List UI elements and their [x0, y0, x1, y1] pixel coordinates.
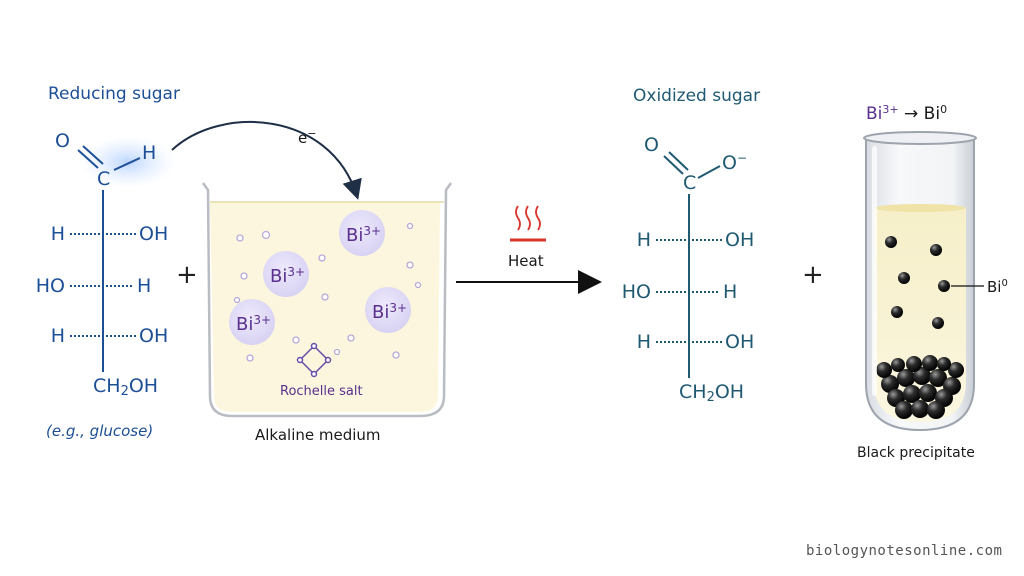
- bismuth-ion-label-1: Bi3+: [346, 224, 382, 246]
- aldehyde-oxygen: O: [55, 130, 70, 152]
- product-title: Oxidized sugar: [633, 86, 761, 106]
- product-c3-right: H: [723, 281, 738, 303]
- bismuth-ion-1: [339, 210, 385, 256]
- electron-label: e−: [298, 127, 317, 147]
- heat-label: Heat: [508, 252, 544, 270]
- rochelle-salt-icon: [296, 342, 332, 378]
- plus-sign-2: +: [802, 260, 824, 290]
- tube-rim: [863, 131, 977, 145]
- bismuth-ion-label-4: Bi3+: [236, 313, 272, 335]
- reactant-structure: [70, 136, 176, 372]
- watermark: biologynotesonline.com: [806, 543, 1003, 559]
- product-c2-left: H: [636, 229, 651, 251]
- wedge-bonds: [70, 233, 136, 337]
- reactant-c4-left: H: [50, 325, 65, 347]
- bond-c-h: [113, 157, 141, 171]
- heat-icon: [510, 205, 546, 242]
- product-carbonyl-oxygen: O: [644, 134, 659, 156]
- wedge-bonds: [656, 239, 722, 343]
- beaker: [201, 182, 453, 418]
- black-precipitate: [876, 355, 964, 419]
- bismuth-ion-label-3: Bi3+: [372, 301, 408, 323]
- precipitate-caption: Black precipitate: [857, 445, 975, 461]
- bond-c-o-double: [82, 145, 104, 165]
- test-tube: [863, 131, 984, 432]
- beaker-glass: [201, 182, 453, 418]
- electron-transfer-arrow: [171, 121, 362, 200]
- bond-c-o-single: [697, 165, 721, 179]
- glass-highlight: [872, 146, 877, 396]
- product-structure: [656, 151, 722, 378]
- aldehyde-glow: [80, 136, 176, 188]
- product-c4-right: OH: [725, 331, 755, 353]
- bismuth-ion-label-2: Bi3+: [270, 265, 306, 287]
- beaker-caption: Alkaline medium: [255, 426, 381, 444]
- rochelle-salt-label: Rochelle salt: [280, 384, 363, 399]
- product-c2-right: OH: [725, 229, 755, 251]
- aldehyde-carbon: C: [97, 168, 111, 190]
- bond-c-o-double-2: [668, 151, 689, 171]
- reactant-title: Reducing sugar: [48, 84, 180, 104]
- reduction-equation: Bi3+ → Bi0: [866, 103, 948, 124]
- product-c4-left: H: [636, 331, 651, 353]
- solution-bubbles: [233, 222, 422, 362]
- reactant-terminal-group: CH2OH: [93, 375, 159, 399]
- beaker-solution: [210, 202, 440, 412]
- product-carbon: C: [683, 172, 697, 194]
- product-terminal-group: CH2OH: [679, 381, 745, 405]
- reactant-example: (e.g., glucose): [46, 422, 154, 440]
- bond-c-o-double-1: [663, 155, 684, 175]
- product-c3-left: HO: [621, 281, 651, 303]
- bismuth-metal-label: Bi0: [987, 278, 1008, 296]
- bismuth-ion-4: [229, 299, 275, 345]
- liquid-surface: [874, 204, 966, 212]
- reactant-c2-right: OH: [139, 223, 169, 245]
- bismuth-ion-2: [263, 251, 309, 297]
- reactant-c3-left: HO: [35, 275, 65, 297]
- bond-c-o: [77, 149, 99, 169]
- suspended-particles: [885, 236, 950, 329]
- reactant-c3-right: H: [137, 275, 152, 297]
- plus-sign-1: +: [176, 260, 198, 290]
- reactant-c2-left: H: [50, 223, 65, 245]
- carboxylate-oxygen: O−: [722, 151, 748, 174]
- reactant-c4-right: OH: [139, 325, 169, 347]
- aldehyde-hydrogen: H: [142, 142, 157, 164]
- bismuth-ion-3: [365, 287, 411, 333]
